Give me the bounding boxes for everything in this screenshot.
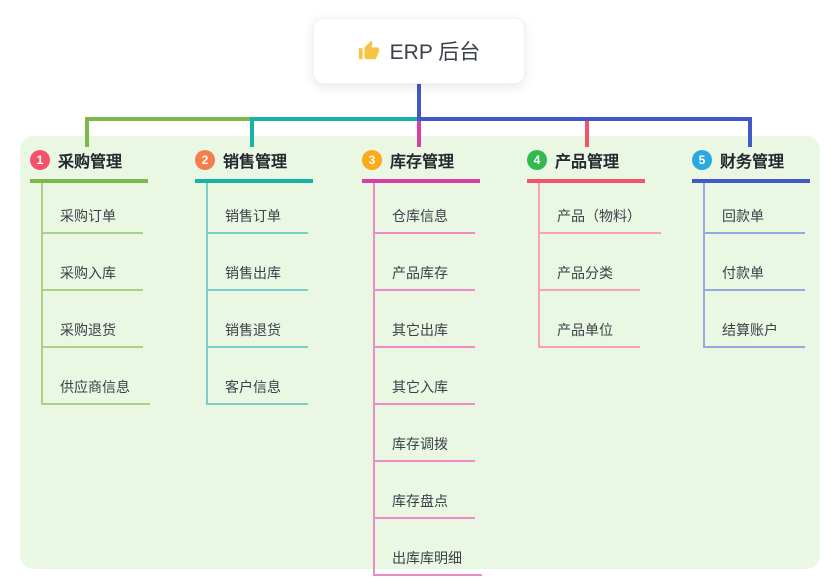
child-node[interactable]: 客户信息 xyxy=(208,348,308,405)
branch-header[interactable]: 2 销售管理 xyxy=(195,148,313,183)
connector-drop-inventory xyxy=(417,117,421,147)
branch-children: 销售订单销售出库销售退货客户信息 xyxy=(206,183,308,405)
child-node[interactable]: 供应商信息 xyxy=(43,348,150,405)
child-node[interactable]: 产品单位 xyxy=(540,291,640,348)
child-node[interactable]: 结算账户 xyxy=(705,291,805,348)
branch-inventory: 3 库存管理 仓库信息产品库存其它出库其它入库库存调拨库存盘点出库库明细 xyxy=(362,148,482,576)
branch-label: 财务管理 xyxy=(720,154,785,171)
branch-number-badge: 1 xyxy=(30,150,50,170)
child-node[interactable]: 产品（物料） xyxy=(540,183,661,234)
branch-header[interactable]: 3 库存管理 xyxy=(362,148,480,183)
child-node[interactable]: 销售订单 xyxy=(208,183,308,234)
child-node[interactable]: 付款单 xyxy=(705,234,805,291)
child-node[interactable]: 仓库信息 xyxy=(375,183,475,234)
branch-number-badge: 2 xyxy=(195,150,215,170)
root-title: ERP 后台 xyxy=(389,41,481,64)
branch-label: 销售管理 xyxy=(223,154,288,171)
root-node[interactable]: ERP 后台 xyxy=(313,18,525,84)
root-connector xyxy=(417,82,421,118)
branch-children: 采购订单采购入库采购退货供应商信息 xyxy=(41,183,150,405)
branch-number-badge: 5 xyxy=(692,150,712,170)
connector-drop-purchase xyxy=(85,117,89,147)
branches-panel xyxy=(20,136,820,569)
branch-header[interactable]: 1 采购管理 xyxy=(30,148,148,183)
branch-children: 仓库信息产品库存其它出库其它入库库存调拨库存盘点出库库明细 xyxy=(373,183,482,576)
branch-sales: 2 销售管理 销售订单销售出库销售退货客户信息 xyxy=(195,148,313,405)
branch-header[interactable]: 4 产品管理 xyxy=(527,148,645,183)
connector-h-finance xyxy=(417,117,752,121)
branch-children: 回款单付款单结算账户 xyxy=(703,183,805,348)
connector-drop-product xyxy=(585,117,589,147)
child-node[interactable]: 产品分类 xyxy=(540,234,640,291)
child-node[interactable]: 销售退货 xyxy=(208,291,308,348)
child-node[interactable]: 采购入库 xyxy=(43,234,143,291)
connector-drop-finance xyxy=(748,117,752,147)
branch-label: 采购管理 xyxy=(58,154,123,171)
branch-number-badge: 4 xyxy=(527,150,547,170)
child-node[interactable]: 销售出库 xyxy=(208,234,308,291)
child-node[interactable]: 采购退货 xyxy=(43,291,143,348)
branch-children: 产品（物料）产品分类产品单位 xyxy=(538,183,661,348)
child-node[interactable]: 出库库明细 xyxy=(375,519,482,576)
thumbs-up-icon xyxy=(358,40,380,62)
child-node[interactable]: 库存调拨 xyxy=(375,405,475,462)
child-node[interactable]: 其它出库 xyxy=(375,291,475,348)
branch-purchase: 1 采购管理 采购订单采购入库采购退货供应商信息 xyxy=(30,148,150,405)
child-node[interactable]: 回款单 xyxy=(705,183,805,234)
branch-number-badge: 3 xyxy=(362,150,382,170)
child-node[interactable]: 产品库存 xyxy=(375,234,475,291)
child-node[interactable]: 采购订单 xyxy=(43,183,143,234)
child-node[interactable]: 库存盘点 xyxy=(375,462,475,519)
branch-finance: 5 财务管理 回款单付款单结算账户 xyxy=(692,148,810,348)
connector-drop-sales xyxy=(250,117,254,147)
branch-header[interactable]: 5 财务管理 xyxy=(692,148,810,183)
connector-h-sales xyxy=(250,117,421,121)
branch-product: 4 产品管理 产品（物料）产品分类产品单位 xyxy=(527,148,661,348)
branch-label: 库存管理 xyxy=(390,154,455,171)
branch-label: 产品管理 xyxy=(555,154,620,171)
child-node[interactable]: 其它入库 xyxy=(375,348,475,405)
